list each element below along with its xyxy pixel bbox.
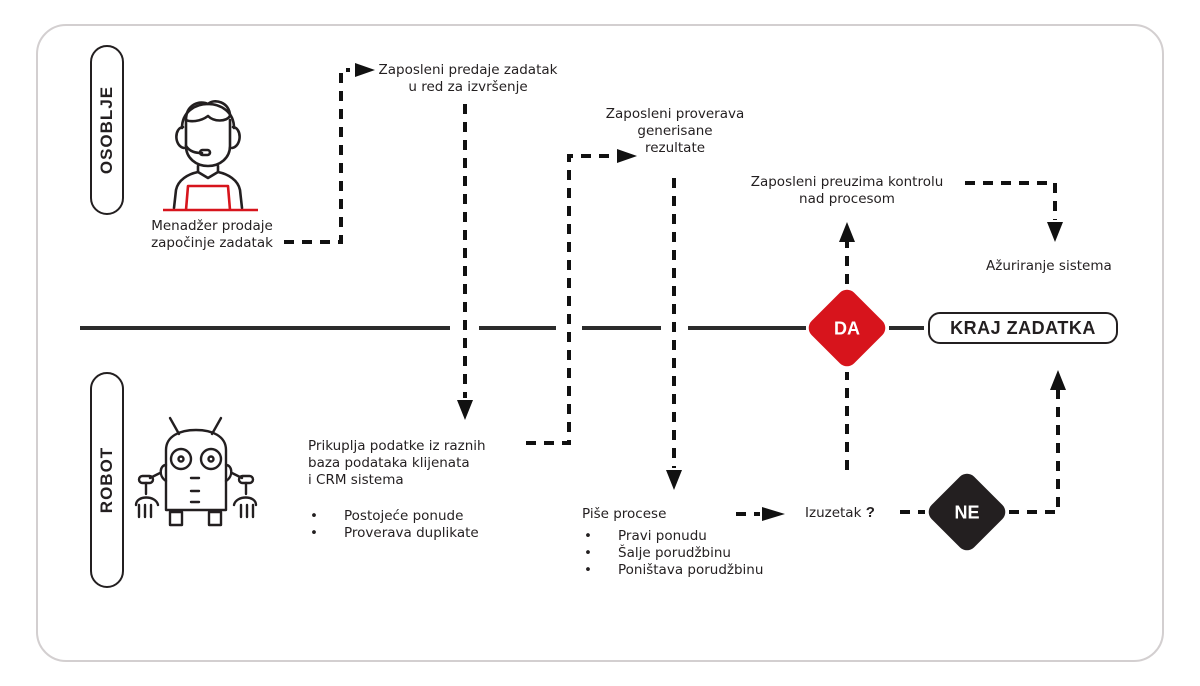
arrowhead-write xyxy=(666,470,682,490)
connector-collect-to-check xyxy=(526,154,612,445)
step-check-results-line2: generisane xyxy=(637,123,713,139)
step-exception: Izuzetak ? xyxy=(805,504,875,522)
robot-icon xyxy=(134,416,258,527)
laptop-icon xyxy=(163,184,258,212)
step-check-results: Zaposleni proverava generisane rezultate xyxy=(590,106,760,157)
arrowhead-exception xyxy=(762,507,785,521)
step-submit-queue-line2: u red za izvršenje xyxy=(408,79,528,95)
bullet-item: Pravi ponudu xyxy=(582,528,763,545)
end-task-label: KRAJ ZADATKA xyxy=(950,317,1096,338)
decision-no-label: NE xyxy=(954,502,980,523)
diagram-frame xyxy=(36,24,1164,662)
bullet-item: Poništava porudžbinu xyxy=(582,562,763,579)
step-manager-start-line1: Menadžer prodaje xyxy=(151,218,273,234)
connector-manager-to-submit xyxy=(284,68,350,244)
step-manager-start-line2: započinje zadatak xyxy=(151,235,273,251)
step-manager-start: Menadžer prodaje započinje zadatak xyxy=(132,218,292,252)
step-take-control-line2: nad procesom xyxy=(799,191,895,207)
step-exception-label: Izuzetak xyxy=(805,505,862,521)
step-submit-queue-line1: Zaposleni predaje zadatak xyxy=(378,62,558,78)
step-take-control: Zaposleni preuzima kontrolu nad procesom xyxy=(728,174,966,208)
bullet-item: Postojeće ponude xyxy=(308,508,479,525)
step-collect-data-line1: Prikuplja podatke iz raznih xyxy=(308,438,486,454)
decision-yes-diamond xyxy=(808,289,886,367)
arrowhead-control xyxy=(839,222,855,242)
lane-label-robot: ROBOT xyxy=(90,372,124,588)
step-collect-data: Prikuplja podatke iz raznih baza podatak… xyxy=(308,438,486,489)
lane-label-staff: OSOBLJE xyxy=(90,45,124,215)
bullet-item: Proverava duplikate xyxy=(308,525,479,542)
step-update-system: Ažuriranje sistema xyxy=(986,258,1112,274)
headset-agent-icon xyxy=(172,100,244,210)
step-submit-queue: Zaposleni predaje zadatak u red za izvrš… xyxy=(378,62,558,96)
connector-control-to-update xyxy=(965,181,1057,220)
step-check-results-line1: Zaposleni proverava xyxy=(605,106,745,122)
lane-label-staff-text: OSOBLJE xyxy=(97,85,116,175)
question-mark: ? xyxy=(865,504,875,521)
arrowhead-end xyxy=(1050,370,1066,390)
arrowhead-check xyxy=(617,149,637,163)
arrowhead-update xyxy=(1047,222,1063,242)
step-collect-data-line2: baza podataka klijenata xyxy=(308,455,470,471)
collect-data-bullets: Postojeće ponude Proverava duplikate xyxy=(308,508,479,542)
step-write-processes: Piše procese xyxy=(582,506,667,522)
step-collect-data-line3: i CRM sistema xyxy=(308,472,404,488)
connector-ne-to-end xyxy=(1009,390,1060,514)
arrowhead-collect xyxy=(457,400,473,420)
lane-label-robot-text: ROBOT xyxy=(97,446,116,514)
write-processes-bullets: Pravi ponudu Šalje porudžbinu Poništava … xyxy=(582,528,763,579)
step-check-results-line3: rezultate xyxy=(644,140,706,156)
end-task: KRAJ ZADATKA xyxy=(928,312,1118,344)
step-take-control-line1: Zaposleni preuzima kontrolu xyxy=(750,174,944,190)
decision-yes-label: DA xyxy=(834,318,860,339)
arrowhead-submit xyxy=(355,63,375,77)
bullet-item: Šalje porudžbinu xyxy=(582,545,763,562)
decision-no-diamond xyxy=(928,473,1006,551)
